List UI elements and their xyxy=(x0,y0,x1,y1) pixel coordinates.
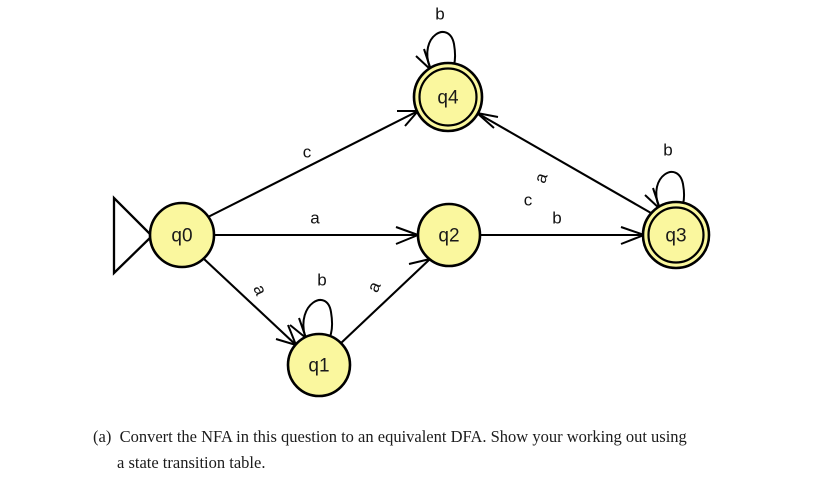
edge-q0-q1 xyxy=(203,258,297,346)
state-label-q3: q3 xyxy=(665,226,686,247)
state-label-q4: q4 xyxy=(437,88,459,109)
start-arrow-marker xyxy=(112,195,154,276)
edge-label-q2-q3: b xyxy=(552,209,561,228)
edge-q0-q4 xyxy=(207,110,419,218)
edge-q2-q3 xyxy=(481,226,645,245)
edge-label-q3-self: b xyxy=(663,141,672,160)
edge-q0-q2 xyxy=(214,226,419,245)
caption-line-2: a state transition table. xyxy=(117,452,266,472)
edge-label-q1-self: b xyxy=(317,271,326,290)
state-node-q3[interactable]: q3 xyxy=(641,200,711,270)
state-node-q1[interactable]: q1 xyxy=(286,332,352,398)
state-label-q0: q0 xyxy=(171,226,192,247)
caption-line-1: (a) Convert the NFA in this question to … xyxy=(93,427,687,446)
state-label-q2: q2 xyxy=(438,226,459,247)
edge-label-q4-self: b xyxy=(435,5,444,24)
edge-label-q1-q2: a xyxy=(363,278,384,295)
state-node-q4[interactable]: q4 xyxy=(412,61,484,133)
edge-label-q0-q2: a xyxy=(310,209,320,228)
state-label-q1: q1 xyxy=(308,356,329,377)
edge-label-q3-q4-a: a xyxy=(531,170,552,185)
figure-caption: (a) Convert the NFA in this question to … xyxy=(93,424,783,475)
state-node-q2[interactable]: q2 xyxy=(416,202,482,268)
edge-label-q0-q1: a xyxy=(249,282,270,299)
state-node-q0[interactable]: q0 xyxy=(148,201,216,269)
edge-q3-q4 xyxy=(476,112,652,214)
edge-q1-q2 xyxy=(339,239,431,345)
edge-label-q0-q4: c xyxy=(303,143,312,162)
edge-label-q3-q4-c: c xyxy=(524,191,533,210)
